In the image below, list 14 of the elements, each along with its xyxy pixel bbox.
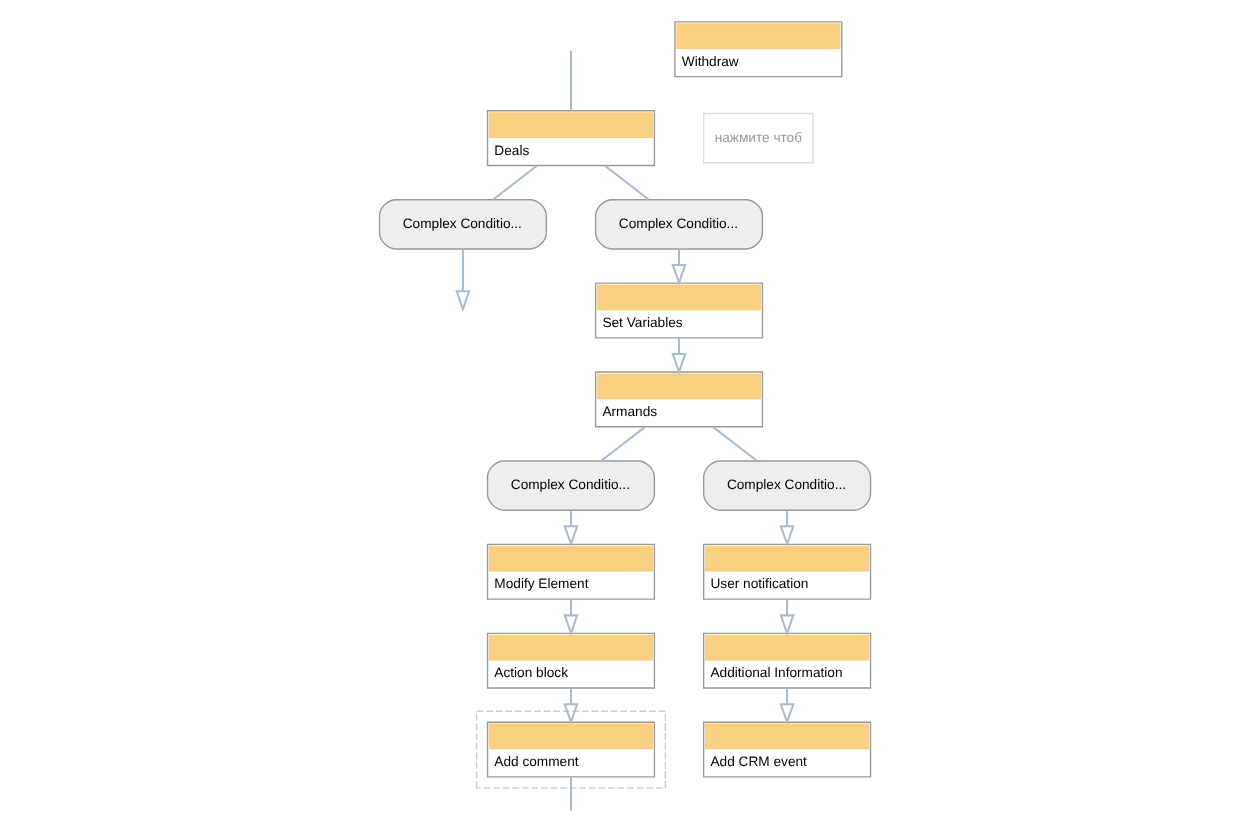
connector <box>491 165 537 201</box>
connector <box>603 165 649 201</box>
connector <box>568 50 571 111</box>
arrow <box>454 249 470 313</box>
arrow <box>670 249 686 286</box>
connector <box>599 426 645 462</box>
arrow <box>778 599 794 637</box>
connector <box>568 777 571 811</box>
connector <box>711 426 757 462</box>
cluster <box>474 710 666 789</box>
arrow <box>670 338 686 375</box>
arrow <box>778 688 794 726</box>
arrow <box>562 688 578 726</box>
arrow <box>562 599 578 637</box>
